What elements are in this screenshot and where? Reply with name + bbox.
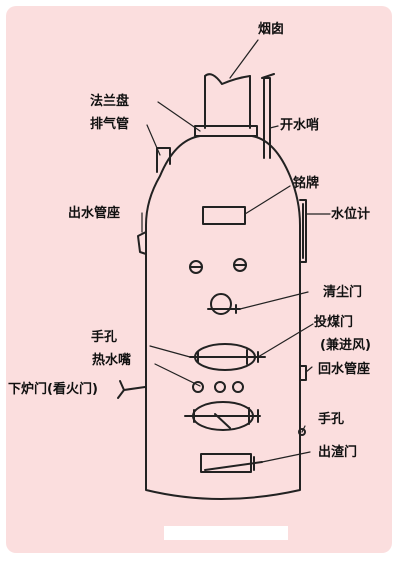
exhaust-pipe — [156, 147, 171, 173]
label-outlet-pipe-seat: 出水管座 — [68, 206, 121, 221]
hand-hole-lower — [298, 428, 306, 436]
label-slag-door: 出渣门 — [318, 445, 358, 460]
hot-water-tap-2 — [214, 381, 226, 393]
label-nameplate: 铭牌 — [293, 176, 320, 191]
caption-placeholder — [164, 526, 288, 540]
label-exhaust-pipe: 排气管 — [90, 117, 130, 132]
flange — [194, 125, 258, 137]
boiler-body — [145, 135, 301, 500]
boiling-whistle — [261, 73, 275, 159]
label-hot-water-tap: 热水嘴 — [92, 353, 132, 368]
label-hand-hole-upper: 手孔 — [91, 330, 118, 345]
nameplate — [202, 206, 246, 225]
label-boiling-whistle: 开水哨 — [280, 118, 320, 133]
label-coal-feeding-door: 投煤门 — [314, 315, 354, 330]
label-lower-furnace-door: 下炉门(看火门) — [8, 382, 98, 397]
label-cleaning-door: 清尘门 — [323, 285, 363, 300]
outlet-pipe-seat — [137, 231, 147, 255]
diagram-background — [6, 6, 392, 553]
chimney-pipe — [204, 75, 251, 129]
label-chimney: 烟囱 — [258, 22, 285, 37]
water-level-gauge — [299, 199, 307, 263]
cleaning-door — [210, 293, 232, 315]
hot-water-tap-3 — [232, 381, 244, 393]
label-water-level-gauge: 水位计 — [331, 207, 371, 222]
label-flange: 法兰盘 — [90, 94, 130, 109]
chimney-top — [204, 73, 251, 85]
hot-water-tap-1 — [192, 381, 204, 393]
label-hand-hole-lower: 手孔 — [318, 412, 345, 427]
return-pipe-seat — [299, 365, 307, 381]
label-air-inlet: (兼进风) — [320, 338, 371, 353]
leader-lines — [141, 39, 331, 463]
label-return-pipe-seat: 回水管座 — [318, 362, 371, 377]
